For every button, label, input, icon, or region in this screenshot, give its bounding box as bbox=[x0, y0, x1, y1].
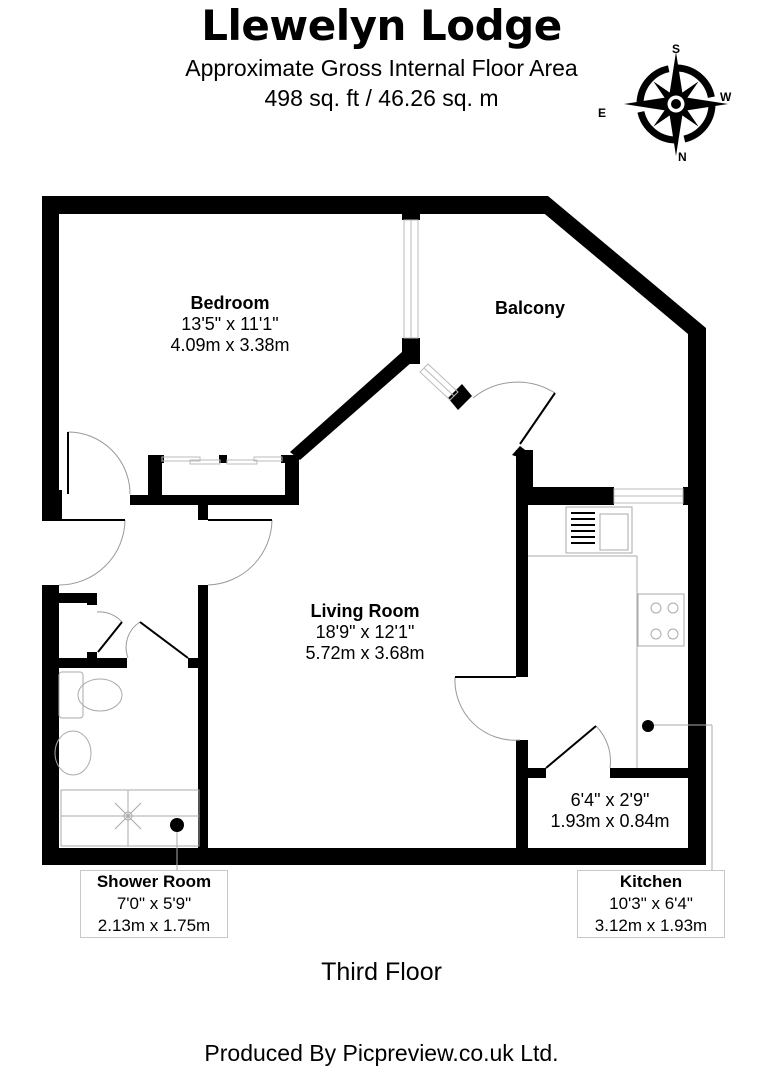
room-store: 6'4" x 2'9" 1.93m x 0.84m bbox=[530, 790, 690, 832]
room-name: Shower Room bbox=[96, 872, 212, 891]
room-imperial: 13'5" x 11'1" bbox=[181, 314, 279, 334]
compass-rose-icon bbox=[624, 52, 728, 156]
room-name: Kitchen bbox=[619, 872, 683, 891]
room-bedroom: Bedroom 13'5" x 11'1" 4.09m x 3.38m bbox=[140, 293, 320, 356]
room-shower-room: Shower Room 7'0" x 5'9" 2.13m x 1.75m bbox=[80, 870, 228, 938]
room-imperial: 7'0" x 5'9" bbox=[116, 894, 192, 913]
room-balcony: Balcony bbox=[470, 298, 590, 319]
floor-area: 498 sq. ft / 46.26 sq. m bbox=[264, 85, 499, 111]
compass-west-label: W bbox=[720, 90, 732, 104]
room-metric: 3.12m x 1.93m bbox=[594, 916, 708, 935]
room-name: Living Room bbox=[310, 601, 420, 621]
room-name: Balcony bbox=[494, 298, 566, 318]
compass-north-label: N bbox=[678, 150, 687, 164]
room-metric: 1.93m x 0.84m bbox=[550, 811, 670, 831]
room-imperial: 6'4" x 2'9" bbox=[570, 790, 650, 810]
room-metric: 5.72m x 3.68m bbox=[305, 643, 425, 663]
compass: S W E N bbox=[598, 42, 732, 166]
area-subtitle: Approximate Gross Internal Floor Area bbox=[185, 55, 578, 81]
room-imperial: 10'3" x 6'4" bbox=[609, 894, 693, 913]
room-metric: 4.09m x 3.38m bbox=[170, 335, 290, 355]
room-metric: 2.13m x 1.75m bbox=[97, 916, 211, 935]
room-living-room: Living Room 18'9" x 12'1" 5.72m x 3.68m bbox=[270, 601, 460, 664]
room-imperial: 18'9" x 12'1" bbox=[315, 622, 415, 642]
compass-east-label: E bbox=[598, 106, 607, 120]
room-name: Bedroom bbox=[190, 293, 270, 313]
compass-south-label: S bbox=[672, 42, 681, 56]
producer-credit: Produced By Picpreview.co.uk Ltd. bbox=[204, 1040, 559, 1066]
room-kitchen: Kitchen 10'3" x 6'4" 3.12m x 1.93m bbox=[577, 870, 725, 938]
floor-name: Third Floor bbox=[321, 958, 442, 986]
property-title: Llewelyn Lodge bbox=[201, 1, 562, 50]
